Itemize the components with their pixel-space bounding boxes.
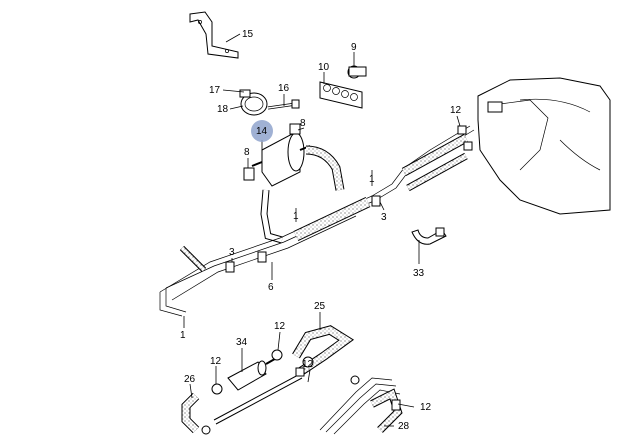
callout-16[interactable]: 16 (278, 83, 290, 94)
callout-8[interactable]: 8 (300, 118, 306, 129)
callout-15[interactable]: 15 (242, 29, 254, 40)
callout-3[interactable]: 3 (381, 212, 387, 223)
hose-part (181, 367, 305, 434)
fuel-tank-part (477, 77, 611, 215)
hose-clamp-part (201, 349, 360, 435)
callout-8[interactable]: 8 (244, 147, 250, 158)
callout-12[interactable]: 12 (450, 105, 462, 116)
fuel-filter-part (243, 123, 311, 187)
bolt-part (267, 99, 300, 110)
callout-1[interactable]: 1 (369, 174, 375, 185)
callout-25[interactable]: 25 (314, 301, 326, 312)
callout-6[interactable]: 6 (268, 282, 274, 293)
callout-12[interactable]: 12 (302, 359, 314, 370)
pipe-bundle-part (319, 377, 403, 435)
hose-part (260, 145, 345, 244)
callout-10[interactable]: 10 (318, 62, 330, 73)
callout-3[interactable]: 3 (229, 247, 235, 258)
clamp-ring-part (239, 89, 268, 116)
callout-12[interactable]: 12 (274, 321, 286, 332)
callout-12[interactable]: 12 (420, 402, 432, 413)
callout-34[interactable]: 34 (236, 337, 248, 348)
callout-17[interactable]: 17 (209, 85, 221, 96)
callout-9[interactable]: 9 (351, 42, 357, 53)
callout-1[interactable]: 1 (293, 211, 299, 222)
clip-part (411, 227, 447, 245)
pipe-holder-part (319, 81, 363, 109)
callout-12[interactable]: 12 (210, 356, 222, 367)
callout-26[interactable]: 26 (184, 374, 196, 385)
callout-1[interactable]: 1 (180, 330, 186, 341)
callout-18[interactable]: 18 (217, 104, 229, 115)
callout-28[interactable]: 28 (398, 421, 410, 432)
hose-part (292, 325, 355, 376)
callout-14[interactable]: 14 (256, 126, 268, 137)
valve-part (227, 355, 281, 391)
callout-33[interactable]: 33 (413, 268, 425, 279)
selected-part-highlight (251, 120, 273, 142)
clip-part (347, 65, 367, 79)
leader-lines (183, 33, 461, 427)
bracket-part (189, 11, 239, 59)
callout-labels: 15 9 10 17 16 18 14 8 8 12 1 1 3 3 6 1 3… (180, 29, 462, 432)
pipe-bundle-part (159, 125, 475, 317)
